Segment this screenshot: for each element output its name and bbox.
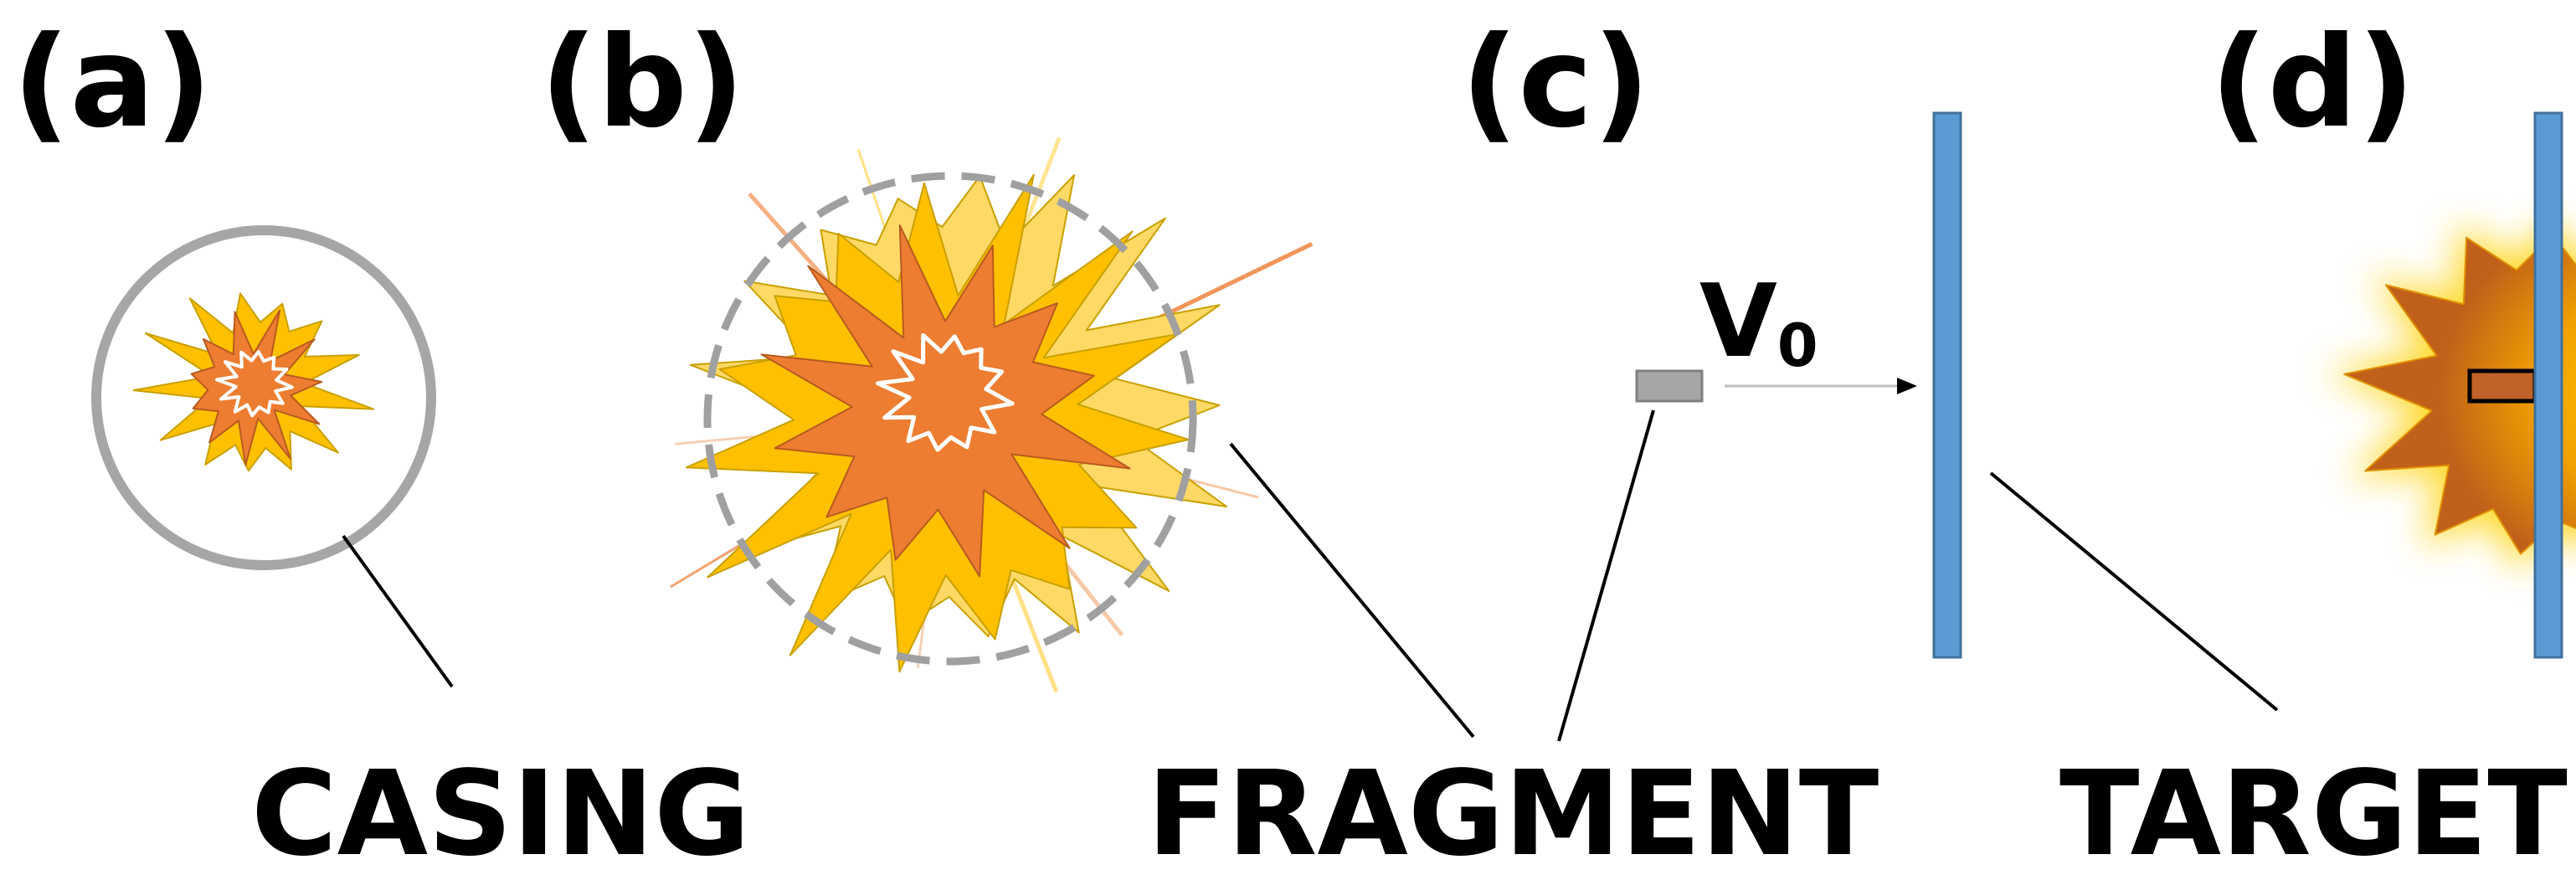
casing-ring: [91, 225, 436, 570]
casing-leader-line: [342, 534, 454, 688]
panel-c-flight: V0: [1557, 111, 2279, 742]
panel-a-casing: [91, 225, 454, 688]
velocity-label: V0: [1699, 264, 1818, 380]
target-plate-c: [1932, 111, 1962, 659]
large-explosion-core: [876, 332, 1015, 452]
fragment-leader-line-c: [1557, 409, 1655, 742]
panel-label-c: (c): [1461, 10, 1650, 156]
casing-label: CASING: [251, 746, 750, 875]
panel-label-b: (b): [540, 10, 744, 156]
target-leader-line: [1989, 471, 2279, 712]
target-label: TARGET: [2059, 746, 2568, 875]
fragment-block: [1635, 369, 1704, 403]
velocity-arrow-head: [1897, 378, 1917, 394]
fragment-label: FRAGMENT: [1147, 746, 1879, 875]
casing-expanded-dashed: [703, 172, 1197, 666]
panel-label-d: (d): [2210, 10, 2414, 156]
panel-b-explosion: [670, 136, 1475, 739]
fragment-leader-line-b: [1229, 442, 1475, 739]
target-plate-d: [2533, 111, 2563, 659]
panel-label-a: (a): [13, 10, 212, 156]
panel-d-impact: [2324, 111, 2576, 659]
impact-explosion: [2343, 234, 2576, 555]
fragment-embedded: [2467, 368, 2537, 404]
small-explosion-core: [215, 350, 294, 418]
